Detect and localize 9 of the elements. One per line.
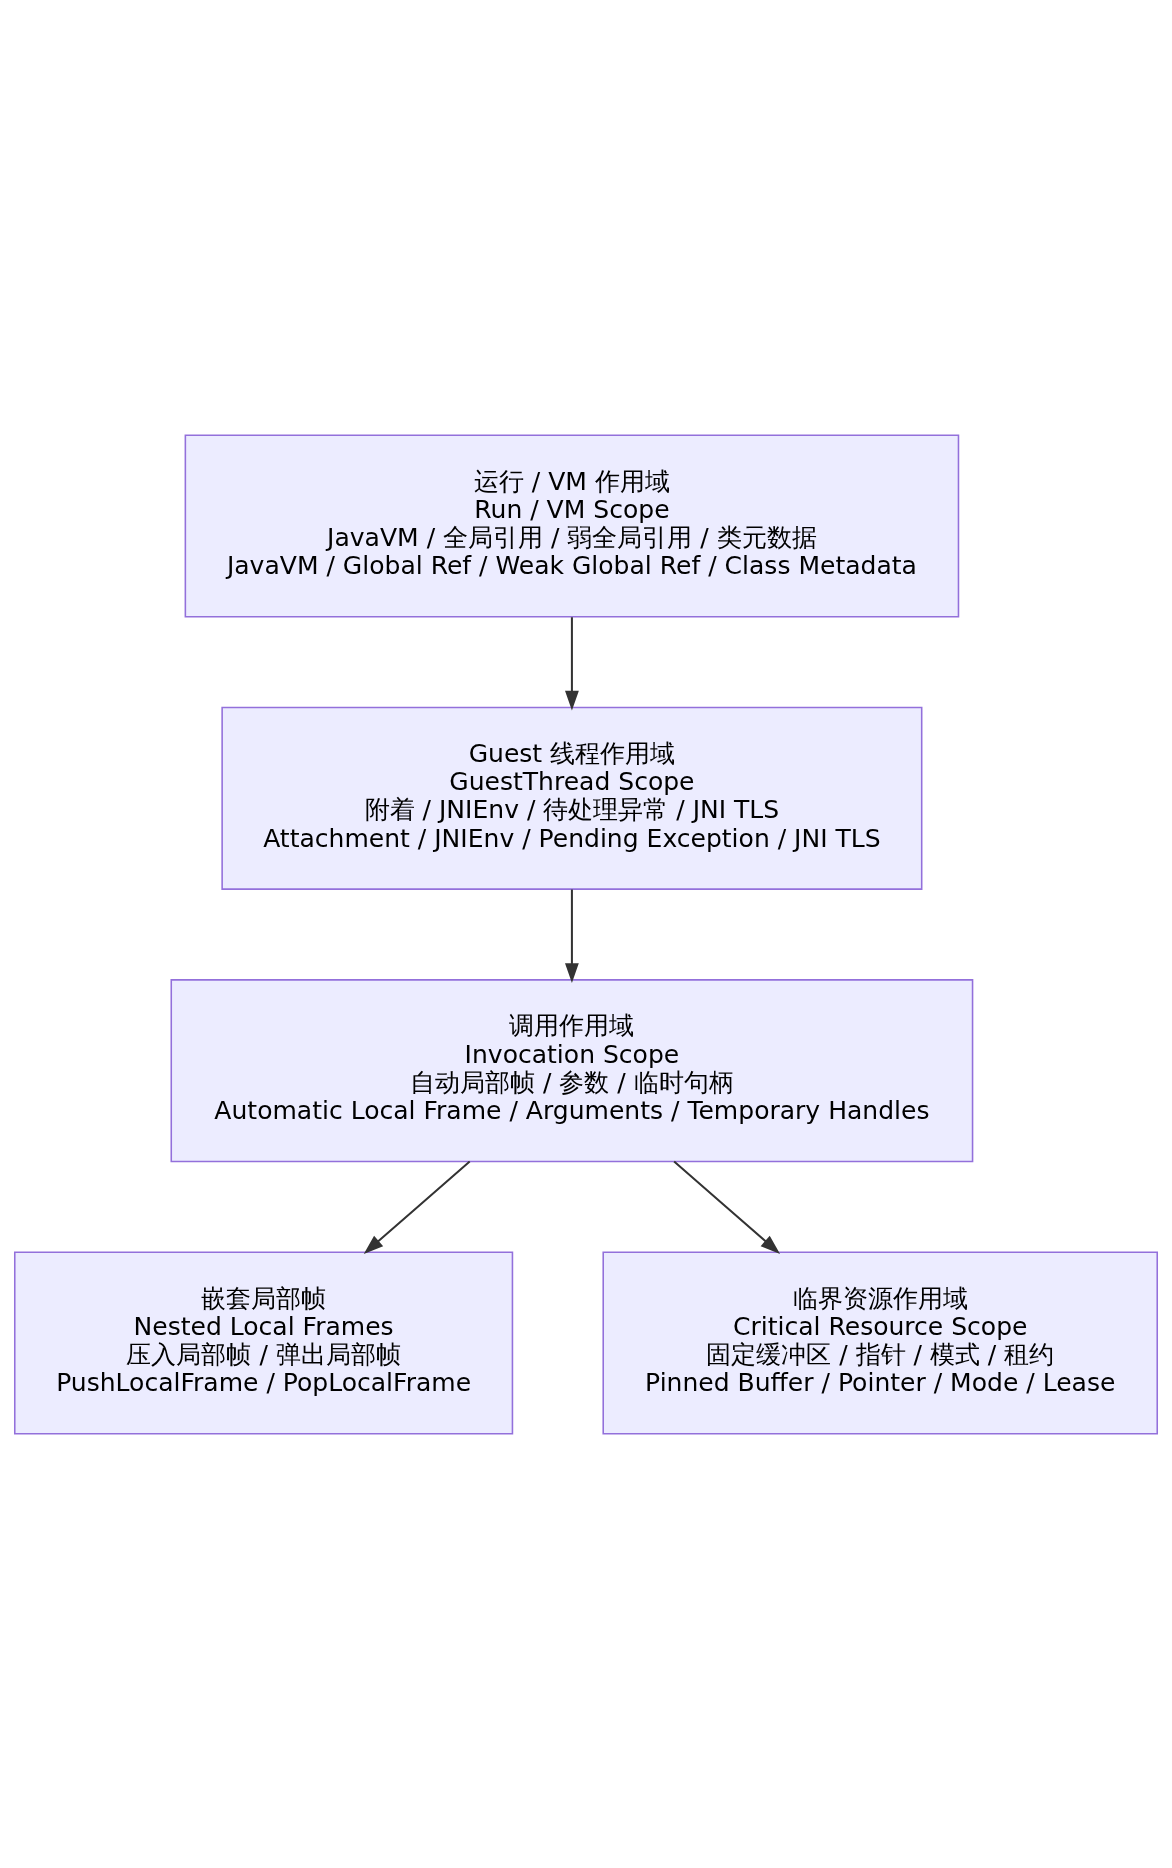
- node-box: 临界资源作用域 Critical Resource Scope 固定缓冲区 / 指针 / 模式 / 租约 Pinned Buffer / Pointer / Mode / Lease: [602, 1250, 1158, 1435]
- arrow: [565, 616, 579, 711]
- arrow: [673, 1160, 781, 1254]
- node-box: 嵌套局部帧 Nested Local Frames 压入局部帧 / 弹出局部帧 PushLocalFrame / PopLocalFrame: [14, 1250, 514, 1435]
- arrow: [565, 889, 579, 983]
- node-box: Guest 线程作用域 GuestThread Scope 附着 / JNIEnv / 待处理异常 / JNI TLS Attachment / JNIEnv / Pending Exception / JNI TLS: [221, 706, 923, 890]
- node-box: 调用作用域 Invocation Scope 自动局部帧 / 参数 / 临时句柄 Automatic Local Frame / Arguments / Temporary Handles: [170, 978, 974, 1162]
- node-box: 运行 / VM 作用域 Run / VM Scope JavaVM / 全局引用 / 弱全局引用 / 类元数据 JavaVM / Global Ref / Weak Global Ref / Class Metadata: [184, 433, 960, 618]
- arrow: [363, 1160, 471, 1254]
